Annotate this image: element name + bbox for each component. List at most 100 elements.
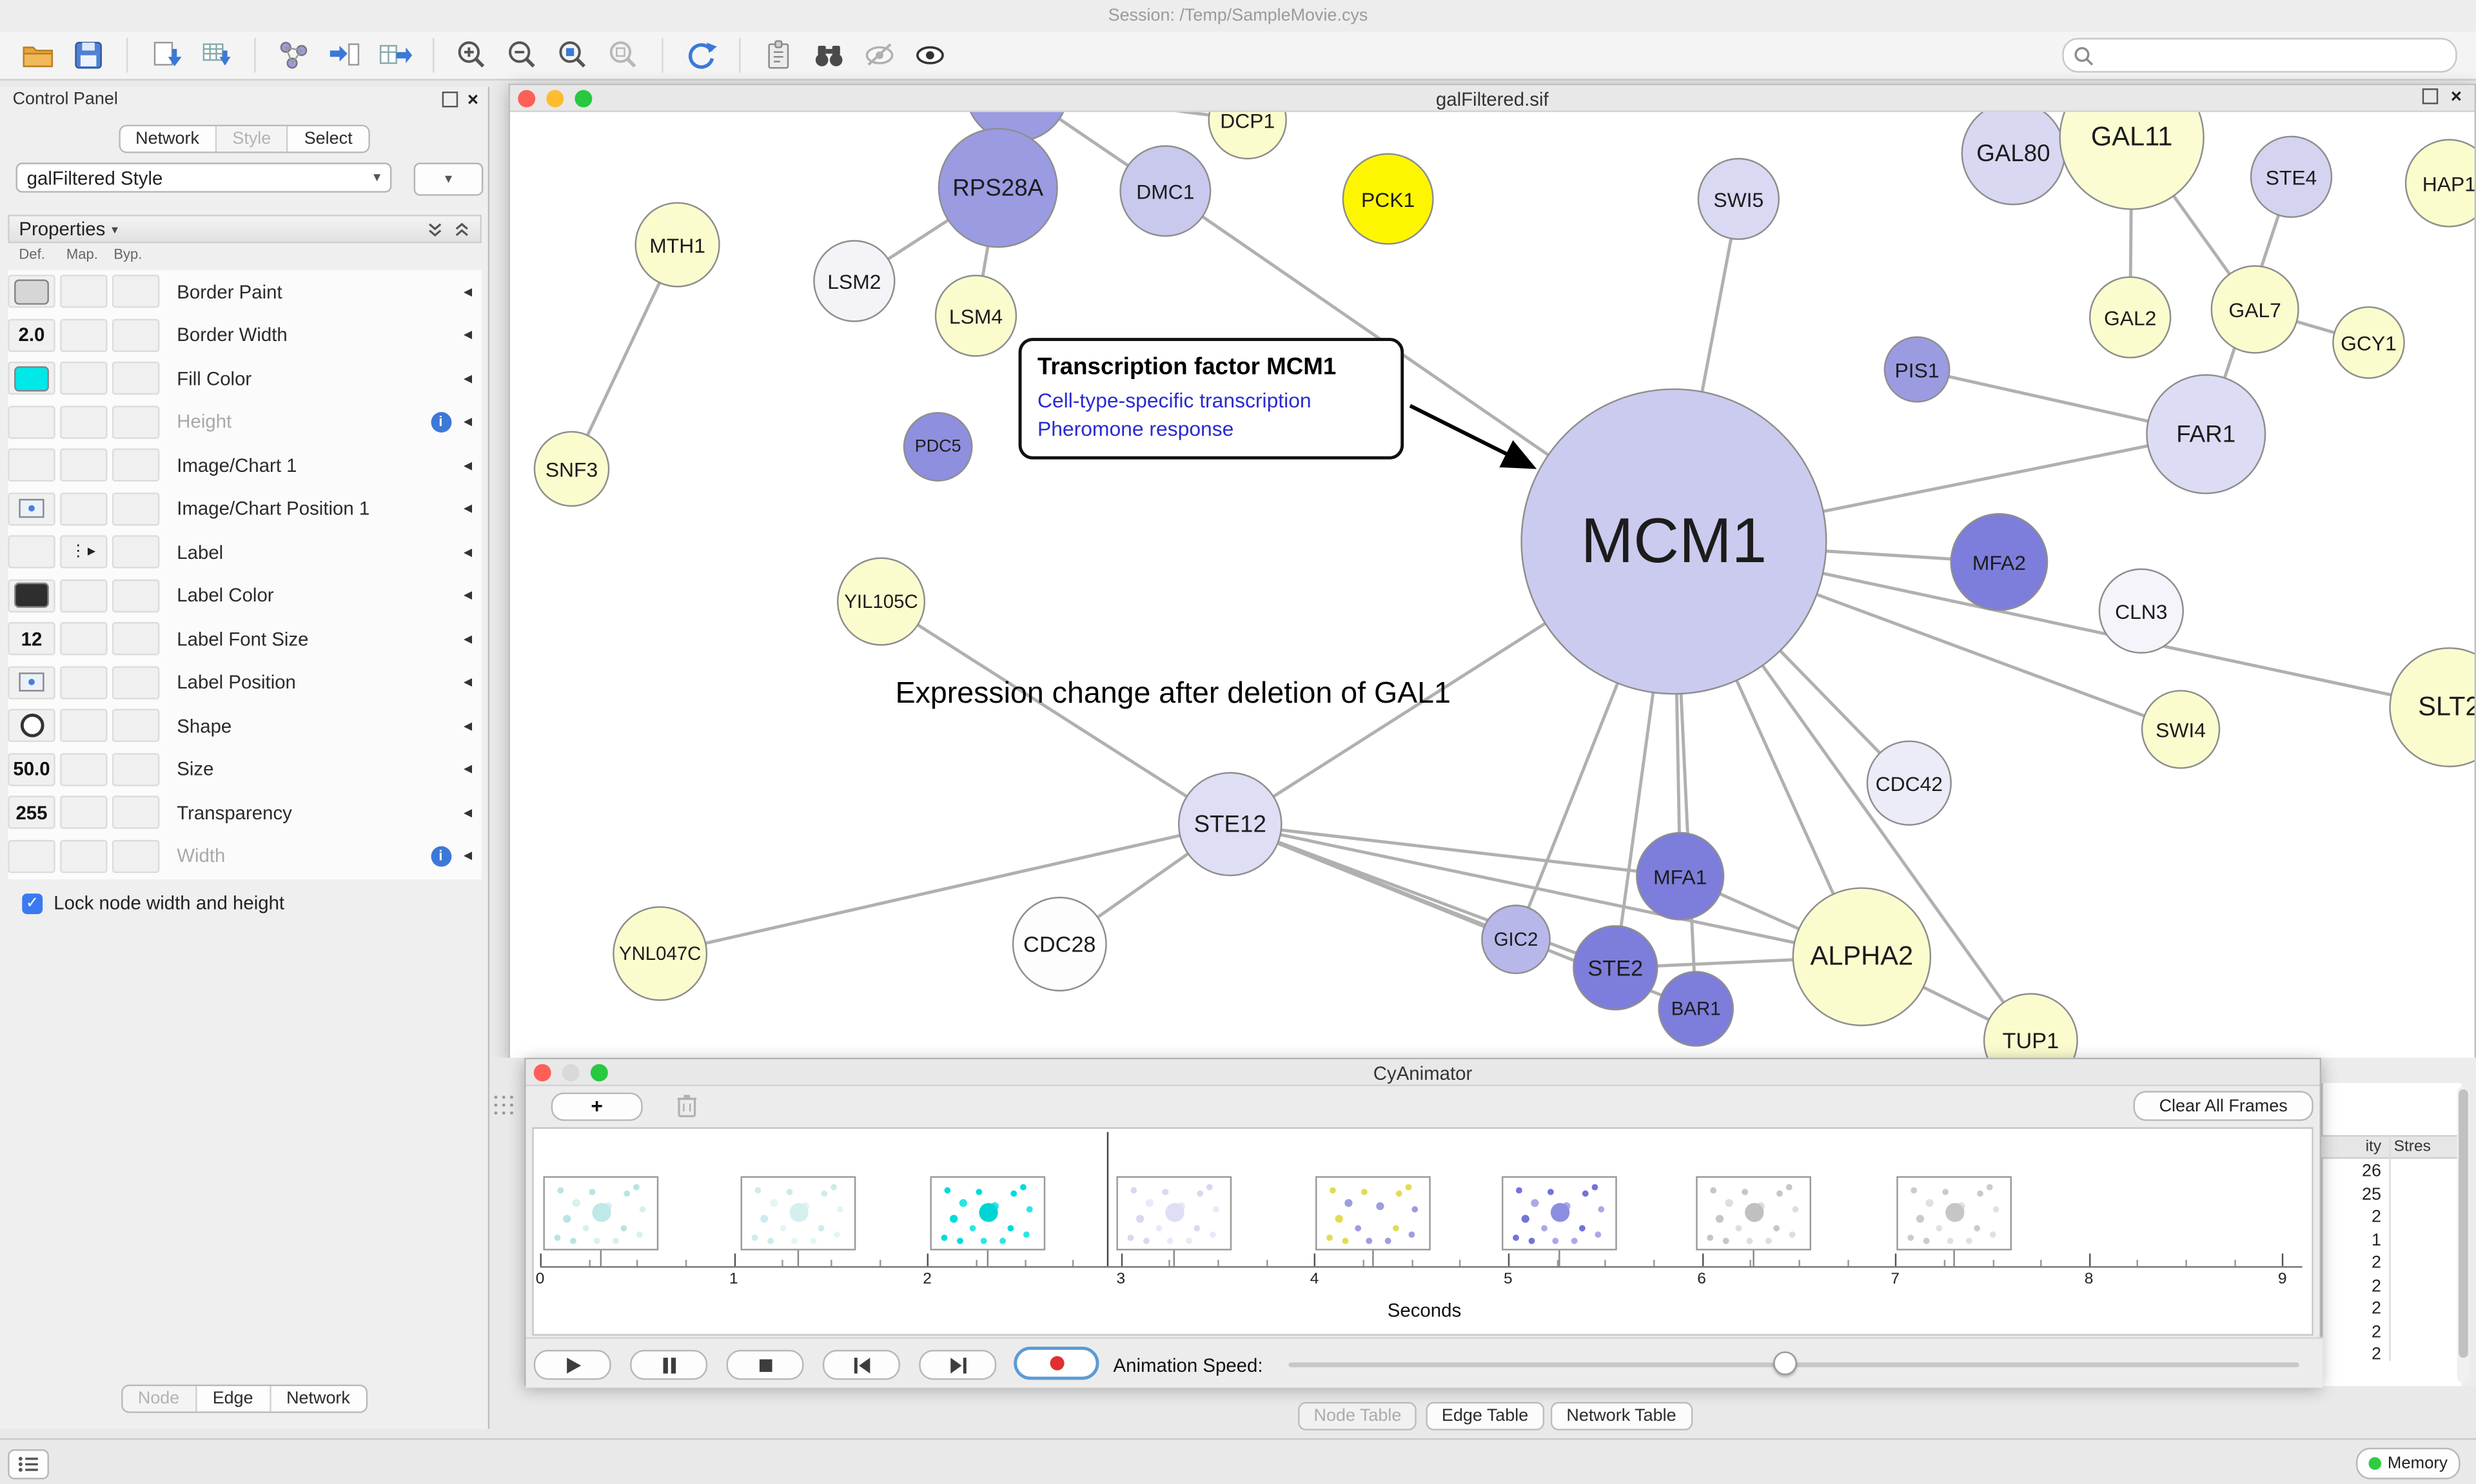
tab-network-table[interactable]: Network Table bbox=[1550, 1401, 1693, 1430]
zoom-in-icon[interactable] bbox=[450, 35, 495, 76]
frame-thumbnail[interactable] bbox=[1696, 1176, 1811, 1251]
expand-arrow-icon[interactable]: ◀ bbox=[464, 677, 473, 688]
table-cell[interactable]: 26 bbox=[2362, 1162, 2382, 1181]
style-options-button[interactable]: ▾ bbox=[413, 162, 484, 196]
stop-button[interactable] bbox=[726, 1349, 804, 1380]
network-node[interactable]: YIL105C bbox=[836, 557, 926, 646]
default-value[interactable]: 12 bbox=[21, 627, 43, 650]
table-column-header[interactable]: Stres bbox=[2393, 1138, 2431, 1156]
network-node[interactable]: PCK1 bbox=[1342, 153, 1434, 245]
expand-arrow-icon[interactable]: ◀ bbox=[464, 329, 473, 341]
table-column-header[interactable]: ity bbox=[2365, 1138, 2382, 1156]
task-history-button[interactable] bbox=[8, 1449, 49, 1479]
network-node[interactable]: STE2 bbox=[1573, 925, 1658, 1011]
pause-button[interactable] bbox=[630, 1349, 708, 1380]
network-node[interactable]: MFA2 bbox=[1950, 513, 2049, 611]
network-node[interactable]: MFA1 bbox=[1636, 832, 1725, 921]
network-node[interactable]: TUP1 bbox=[1983, 993, 2078, 1060]
tab-edge-table[interactable]: Edge Table bbox=[1426, 1401, 1544, 1430]
network-node[interactable]: SWI4 bbox=[2141, 690, 2221, 769]
network-node[interactable]: DCP1 bbox=[1208, 112, 1287, 160]
refresh-view-icon[interactable] bbox=[679, 35, 723, 76]
export-table-icon[interactable] bbox=[373, 35, 417, 76]
drag-handle-icon[interactable] bbox=[494, 1095, 516, 1118]
minimize-window-button[interactable] bbox=[562, 1064, 580, 1082]
animation-speed-slider-thumb[interactable] bbox=[1773, 1351, 1797, 1376]
add-frame-button[interactable]: + bbox=[551, 1092, 643, 1121]
zoom-window-button[interactable] bbox=[590, 1064, 608, 1082]
network-node[interactable]: LSM4 bbox=[934, 275, 1017, 357]
expand-arrow-icon[interactable]: ◀ bbox=[464, 373, 473, 385]
color-swatch[interactable] bbox=[14, 365, 49, 391]
close-window-button[interactable] bbox=[518, 90, 536, 108]
color-swatch[interactable] bbox=[14, 582, 49, 608]
frame-thumbnail[interactable] bbox=[740, 1176, 856, 1251]
network-node[interactable]: STE12 bbox=[1177, 772, 1282, 877]
lock-size-row[interactable]: ✓ Lock node width and height bbox=[22, 892, 284, 914]
expand-arrow-icon[interactable]: ◀ bbox=[464, 851, 473, 863]
annotation-link[interactable]: Cell-type-specific transcription bbox=[1037, 388, 1312, 413]
expand-arrow-icon[interactable]: ◀ bbox=[464, 720, 473, 732]
expand-arrow-icon[interactable]: ◀ bbox=[464, 590, 473, 602]
zoom-fit-icon[interactable] bbox=[551, 35, 596, 76]
table-header-row[interactable]: ity Stres bbox=[2321, 1135, 2461, 1159]
network-node[interactable]: GAL7 bbox=[2210, 265, 2299, 354]
tab-node-table[interactable]: Node Table bbox=[1298, 1401, 1417, 1430]
table-scrollbar[interactable] bbox=[2457, 1086, 2470, 1383]
caption-annotation[interactable]: Expression change after deletion of GAL1 bbox=[895, 677, 1451, 711]
network-node[interactable]: CLN3 bbox=[2098, 568, 2184, 654]
annotation-box[interactable]: Transcription factor MCM1 Cell-type-spec… bbox=[1018, 338, 1404, 460]
import-network-from-file-icon[interactable] bbox=[144, 35, 188, 76]
table-cell[interactable]: 2 bbox=[2372, 1345, 2382, 1364]
network-node[interactable]: DMC1 bbox=[1119, 145, 1212, 237]
network-node[interactable]: MCM1 bbox=[1520, 388, 1827, 695]
search-box[interactable] bbox=[2062, 37, 2457, 73]
info-icon[interactable]: i bbox=[430, 845, 451, 866]
annotation-link[interactable]: Pheromone response bbox=[1037, 416, 1234, 441]
close-window-button[interactable] bbox=[533, 1064, 551, 1082]
clear-all-frames-button[interactable]: Clear All Frames bbox=[2133, 1091, 2314, 1121]
export-network-icon[interactable] bbox=[322, 35, 367, 76]
network-node[interactable]: HAP1 bbox=[2404, 139, 2475, 228]
network-node[interactable]: STE4 bbox=[2250, 135, 2333, 218]
network-node[interactable]: GCY1 bbox=[2332, 306, 2405, 379]
expand-arrow-icon[interactable]: ◀ bbox=[464, 460, 473, 472]
expand-arrow-icon[interactable]: ◀ bbox=[464, 807, 473, 819]
frame-thumbnail[interactable] bbox=[1116, 1176, 1232, 1251]
network-node[interactable]: RPS28A bbox=[938, 128, 1058, 248]
property-row[interactable]: Label Position◀ bbox=[8, 661, 482, 703]
table-cell[interactable]: 25 bbox=[2362, 1184, 2382, 1204]
minimize-window-button[interactable] bbox=[546, 90, 564, 108]
zoom-selected-icon[interactable] bbox=[602, 35, 646, 76]
expand-all-icon[interactable] bbox=[426, 220, 444, 238]
close-panel-icon[interactable]: × bbox=[467, 88, 479, 111]
frame-thumbnail[interactable] bbox=[543, 1176, 659, 1251]
property-row[interactable]: Image/Chart Position 1◀ bbox=[8, 487, 482, 530]
copy-icon[interactable] bbox=[756, 35, 801, 76]
tab-network[interactable]: Network bbox=[119, 126, 217, 152]
network-node[interactable]: PDC5 bbox=[903, 412, 973, 482]
network-node[interactable]: CDC42 bbox=[1866, 740, 1952, 826]
expand-arrow-icon[interactable]: ◀ bbox=[464, 764, 473, 776]
timeline-playhead[interactable] bbox=[1107, 1131, 1109, 1267]
property-row[interactable]: ⋮▸Label◀ bbox=[8, 531, 482, 573]
network-node[interactable]: CDC28 bbox=[1012, 897, 1107, 991]
color-swatch[interactable] bbox=[14, 278, 49, 304]
tab-style[interactable]: Style bbox=[216, 126, 289, 152]
frame-thumbnail[interactable] bbox=[1501, 1176, 1617, 1251]
expand-arrow-icon[interactable]: ◀ bbox=[464, 547, 473, 558]
expand-arrow-icon[interactable]: ◀ bbox=[464, 503, 473, 515]
zoom-window-button[interactable] bbox=[575, 90, 593, 108]
table-cell[interactable]: 2 bbox=[2372, 1299, 2382, 1318]
network-node[interactable]: GAL11 bbox=[2059, 112, 2205, 210]
network-node[interactable]: SWI5 bbox=[1697, 157, 1780, 240]
network-node[interactable]: ALPHA2 bbox=[1792, 887, 1932, 1026]
save-session-icon[interactable] bbox=[66, 35, 111, 76]
default-value[interactable]: 2.0 bbox=[18, 324, 45, 346]
